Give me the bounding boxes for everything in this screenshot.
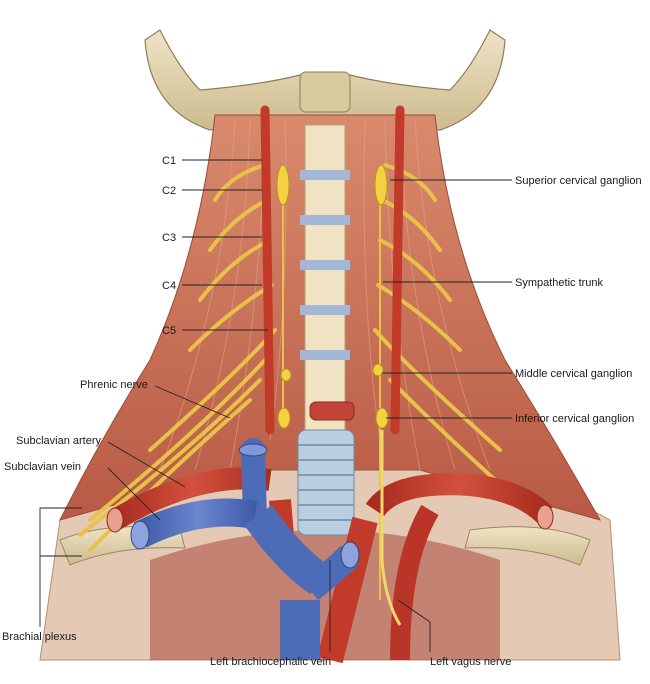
veins	[130, 438, 360, 660]
middle-cervical-ganglion-right	[372, 363, 384, 377]
cervical-vertebrae	[300, 124, 350, 456]
middle-cervical-ganglion-left	[280, 368, 292, 382]
cervical-nerves	[78, 163, 542, 552]
label-left-vagus-nerve: Left vagus nerve	[430, 656, 511, 668]
label-sympathetic-trunk: Sympathetic trunk	[515, 277, 604, 289]
label-superior-cervical-ganglion: Superior cervical ganglion	[515, 175, 642, 187]
label-phrenic-nerve: Phrenic nerve	[80, 379, 148, 391]
left-vagus-nerve-drawing	[380, 430, 402, 626]
occipital-center	[299, 71, 351, 113]
label-middle-cervical-ganglion: Middle cervical ganglion	[515, 368, 632, 380]
label-left-brachiocephalic-vein: Left brachiocephalic vein	[210, 656, 331, 668]
label-c3: C3	[162, 232, 176, 244]
label-c1: C1	[162, 155, 176, 167]
label-c2: C2	[162, 185, 176, 197]
label-inferior-cervical-ganglion: Inferior cervical ganglion	[515, 413, 634, 425]
label-subclavian-artery: Subclavian artery	[16, 435, 101, 447]
label-brachial-plexus: Brachial plexus	[2, 631, 77, 643]
label-subclavian-vein: Subclavian vein	[4, 461, 81, 473]
leader-lines	[39, 159, 512, 652]
label-c4: C4	[162, 280, 176, 292]
right-clavicle	[464, 526, 591, 566]
trachea	[297, 401, 355, 536]
superior-cervical-ganglion-left	[276, 164, 290, 206]
inferior-cervical-ganglion-left	[277, 407, 291, 429]
superior-cervical-ganglion-right	[374, 164, 388, 206]
label-c5: C5	[162, 325, 176, 337]
